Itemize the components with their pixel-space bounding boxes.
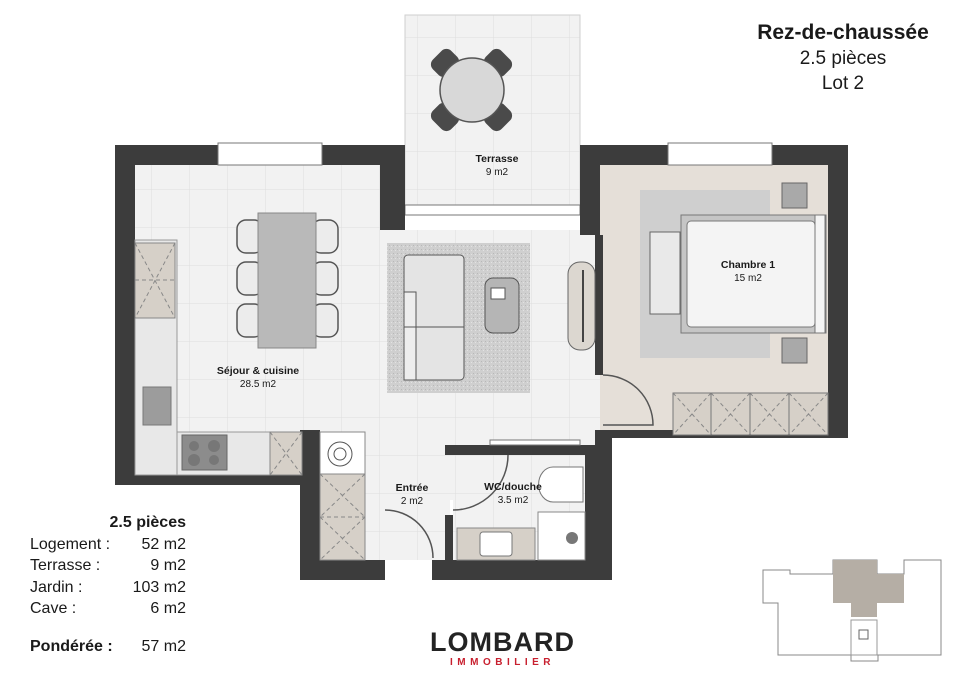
room-area-terrasse: 9 m2 xyxy=(486,167,509,178)
rooms-count: 2.5 pièces xyxy=(799,48,887,69)
room-area-chambre: 15 m2 xyxy=(734,273,762,284)
nightstand-icon xyxy=(781,182,808,209)
round-table-with-chairs-icon xyxy=(430,48,513,132)
shower-icon xyxy=(537,511,586,561)
terrace-area xyxy=(404,14,581,216)
lot-number: Lot 2 xyxy=(821,73,865,94)
room-name-sejour: Séjour & cuisine xyxy=(217,365,299,377)
coffee-table-icon xyxy=(484,277,520,334)
key-plan-icon xyxy=(762,559,942,662)
entry-closet xyxy=(319,431,434,561)
room-labels: Terrasse 9 m2 Séjour & cuisine 28.5 m2 C… xyxy=(217,153,775,507)
summary-label: Cave : xyxy=(30,600,77,617)
room-name-entree: Entrée xyxy=(396,482,429,494)
door-swing-icon xyxy=(602,374,654,426)
cooktop-icon xyxy=(181,434,228,471)
room-area-entree: 2 m2 xyxy=(401,496,424,507)
door-swing-icon xyxy=(452,454,509,511)
room-name-chambre: Chambre 1 xyxy=(721,259,775,271)
summary-row: Jardin : 103 m2 xyxy=(30,577,186,599)
summary-value: 103 m2 xyxy=(132,578,186,596)
room-name-wc: WC/douche xyxy=(484,481,542,493)
tv-cabinet-icon xyxy=(567,261,596,351)
weighted-label: Pondérée : xyxy=(30,637,113,655)
weighted-value: 57 m2 xyxy=(141,637,186,655)
summary-row: Terrasse : 9 m2 xyxy=(30,555,186,577)
sink-icon xyxy=(142,386,172,426)
nightstand-icon xyxy=(781,337,808,364)
living-area xyxy=(387,243,596,393)
shower-drain-icon xyxy=(566,532,578,544)
summary-label: Jardin : xyxy=(30,578,83,596)
logo-sub-text: IMMOBILIER xyxy=(450,657,555,668)
summary-value: 6 m2 xyxy=(150,600,186,617)
summary-label: Logement : xyxy=(30,535,111,553)
plan-header: Rez-de-chaussée 2.5 pièces Lot 2 xyxy=(743,20,943,96)
room-area-sejour: 28.5 m2 xyxy=(240,379,277,390)
summary-weighted-row: Pondérée : 57 m2 xyxy=(30,636,186,658)
bathroom xyxy=(452,454,586,561)
room-name-terrasse: Terrasse xyxy=(475,153,518,165)
company-logo: LOMBARD IMMOBILIER xyxy=(420,627,585,669)
level-title: Rez-de-chaussée xyxy=(757,21,929,44)
room-area-wc: 3.5 m2 xyxy=(498,495,529,506)
bench-icon xyxy=(649,231,681,315)
summary-value: 9 m2 xyxy=(150,557,186,574)
summary-row: Cave : 6 m2 xyxy=(30,598,186,620)
summary-label: Terrasse : xyxy=(30,557,101,574)
summary-title: 2.5 pièces xyxy=(109,514,187,531)
dining-table-with-chairs-icon xyxy=(236,212,339,349)
summary-value: 52 m2 xyxy=(141,535,186,553)
toilet-icon xyxy=(538,466,584,503)
door-swing-icon xyxy=(384,509,434,559)
bedroom xyxy=(602,182,829,436)
wardrobe-icon xyxy=(672,392,829,436)
area-summary: 2.5 pièces Logement : 52 m2 Terrasse : 9 m… xyxy=(30,512,186,657)
logo-main-text: LOMBARD xyxy=(430,627,575,657)
summary-row: Logement : 52 m2 xyxy=(30,534,186,556)
sofa-icon xyxy=(403,254,465,381)
windows xyxy=(217,142,773,446)
kitchen xyxy=(134,239,303,476)
double-bed-icon xyxy=(680,214,827,334)
washbasin-icon xyxy=(479,531,513,557)
